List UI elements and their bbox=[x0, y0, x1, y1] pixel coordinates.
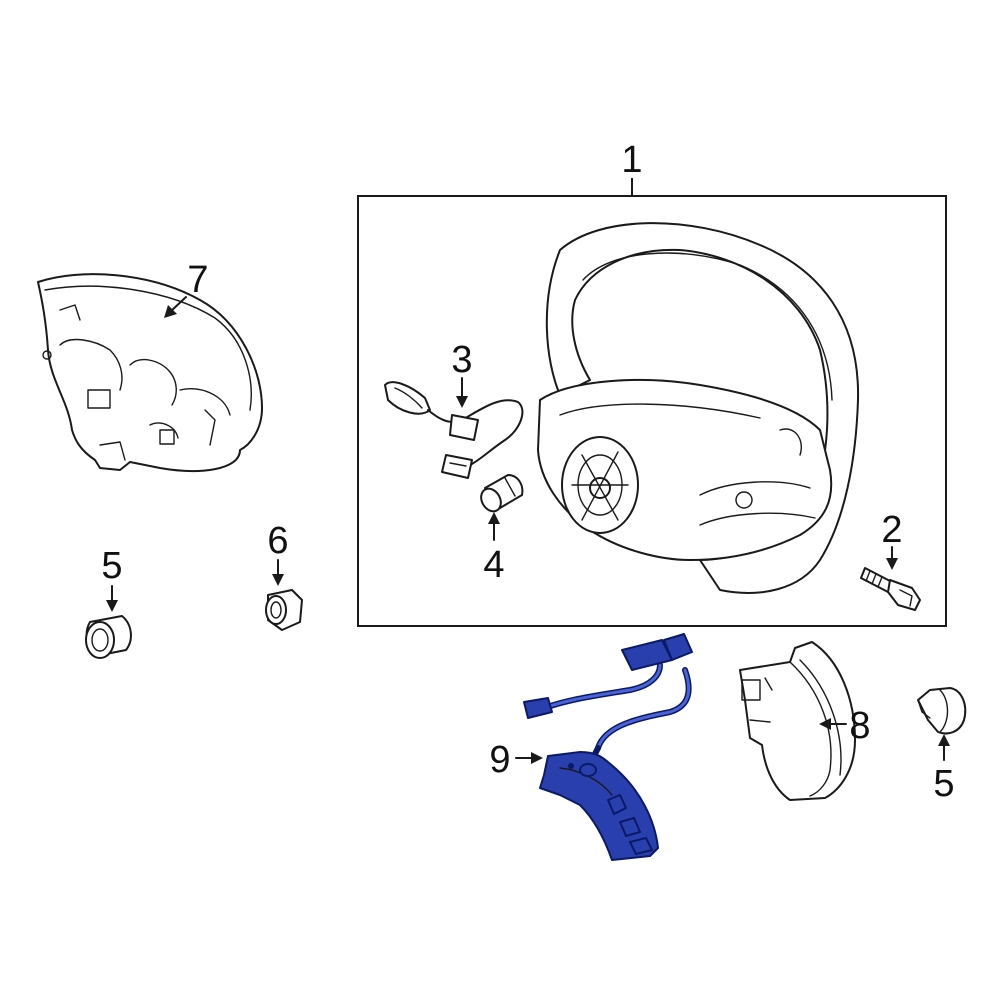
arrowhead-9 bbox=[531, 752, 543, 764]
callout-9: 9 bbox=[489, 739, 510, 781]
callout-5-right: 5 bbox=[933, 763, 954, 805]
wire-harness[interactable] bbox=[384, 381, 524, 479]
switch-cover[interactable] bbox=[739, 641, 856, 801]
callout-1: 1 bbox=[621, 139, 642, 181]
callout-4: 4 bbox=[483, 544, 504, 586]
arrowhead-6 bbox=[272, 574, 284, 586]
callout-6: 6 bbox=[267, 520, 288, 562]
clip-left[interactable] bbox=[85, 615, 132, 659]
arrowhead-3 bbox=[456, 396, 468, 408]
clip-right[interactable] bbox=[917, 687, 967, 735]
connector-plug[interactable] bbox=[477, 474, 524, 515]
arrowhead-5b bbox=[938, 734, 950, 746]
callout-2: 2 bbox=[881, 509, 902, 551]
callout-7: 7 bbox=[187, 259, 208, 301]
assembly-frame bbox=[357, 195, 947, 627]
nut[interactable] bbox=[265, 589, 303, 631]
arrowhead-5a bbox=[106, 600, 118, 612]
arrowhead-4 bbox=[488, 512, 500, 524]
callout-8: 8 bbox=[849, 705, 870, 747]
arrowhead-7 bbox=[164, 305, 177, 318]
control-switch[interactable] bbox=[523, 633, 693, 861]
callout-3: 3 bbox=[451, 339, 472, 381]
steering-wheel[interactable] bbox=[537, 222, 860, 594]
arrowhead-2 bbox=[886, 558, 898, 570]
arrowhead-8 bbox=[819, 718, 831, 730]
callout-5-left: 5 bbox=[101, 545, 122, 587]
airbag-module[interactable] bbox=[37, 273, 263, 472]
bolt[interactable] bbox=[860, 567, 921, 611]
callout-leader-7 bbox=[169, 296, 187, 313]
